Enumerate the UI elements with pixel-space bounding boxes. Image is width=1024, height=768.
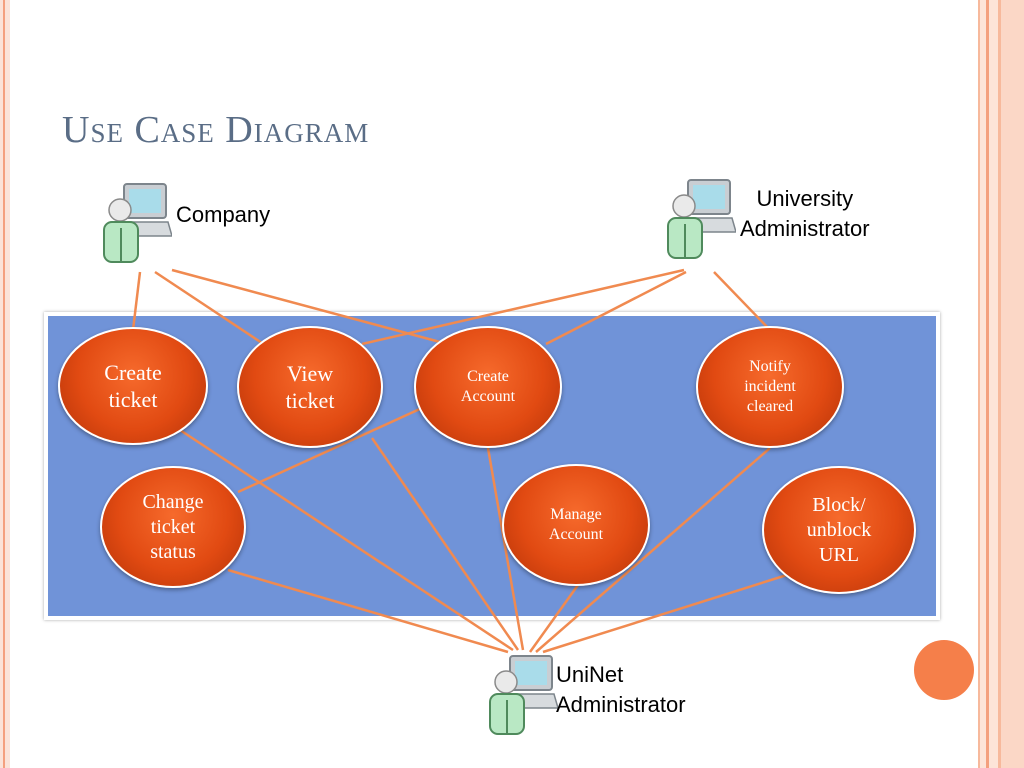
use-case-label: Manage <box>550 506 602 523</box>
use-case-label: Notify <box>749 358 791 375</box>
line-change-status-create-account <box>237 406 423 494</box>
line-uninet-create-account <box>486 447 525 651</box>
line-univ-view-ticket <box>361 268 685 346</box>
use-case-label: cleared <box>746 398 794 415</box>
use-case-label: Create <box>467 368 509 385</box>
line-uninet-change-status <box>227 568 509 654</box>
use-case-label: Block/ <box>812 493 866 516</box>
line-company-create-ticket <box>131 271 142 331</box>
line-company-view-ticket <box>154 270 263 345</box>
actor-uninet-admin-label: UniNet Administrator <box>556 660 686 719</box>
actor-label-line: University <box>756 186 854 211</box>
actor-uninet-admin-icon <box>489 655 558 735</box>
page-title: Use Case Diagram <box>62 109 370 151</box>
use-case-label: incident <box>744 378 796 395</box>
use-case-label: View <box>286 360 334 386</box>
slide-border-left <box>0 0 10 768</box>
use-case-label: ticket <box>108 387 158 412</box>
use-case-label: Change <box>142 490 204 513</box>
actor-company-label: Company <box>176 202 271 227</box>
line-uninet-manage-account <box>528 584 580 653</box>
line-univ-create-account <box>545 270 687 346</box>
use-case-label: ticket <box>285 388 335 413</box>
use-case-label: Account <box>548 526 604 543</box>
use-case-label: Account <box>460 388 516 405</box>
line-company-create-account <box>171 268 441 344</box>
actor-company-icon <box>103 183 172 263</box>
line-uninet-notify <box>535 447 771 653</box>
use-case-label: ticket <box>150 515 196 538</box>
use-case-label: unblock <box>806 518 872 541</box>
decorative-circle <box>914 640 974 700</box>
line-univ-notify <box>713 271 771 331</box>
line-uninet-create-ticket <box>179 428 514 652</box>
line-uninet-view-ticket <box>370 437 520 651</box>
actor-label-line: UniNet <box>556 662 624 687</box>
actor-label-line: Administrator <box>740 215 870 241</box>
use-case-notify-incident-cleared: Notify incident cleared <box>696 326 844 448</box>
use-case-label: Create <box>104 359 162 385</box>
slide-border-right <box>976 0 1024 768</box>
actor-university-admin-label: University Administrator <box>740 184 870 243</box>
line-uninet-block-url <box>542 572 791 654</box>
actor-university-admin-icon <box>667 179 736 259</box>
use-case-label: status <box>150 540 196 563</box>
actor-label-line: Administrator <box>556 691 686 717</box>
use-case-label: URL <box>819 543 859 566</box>
